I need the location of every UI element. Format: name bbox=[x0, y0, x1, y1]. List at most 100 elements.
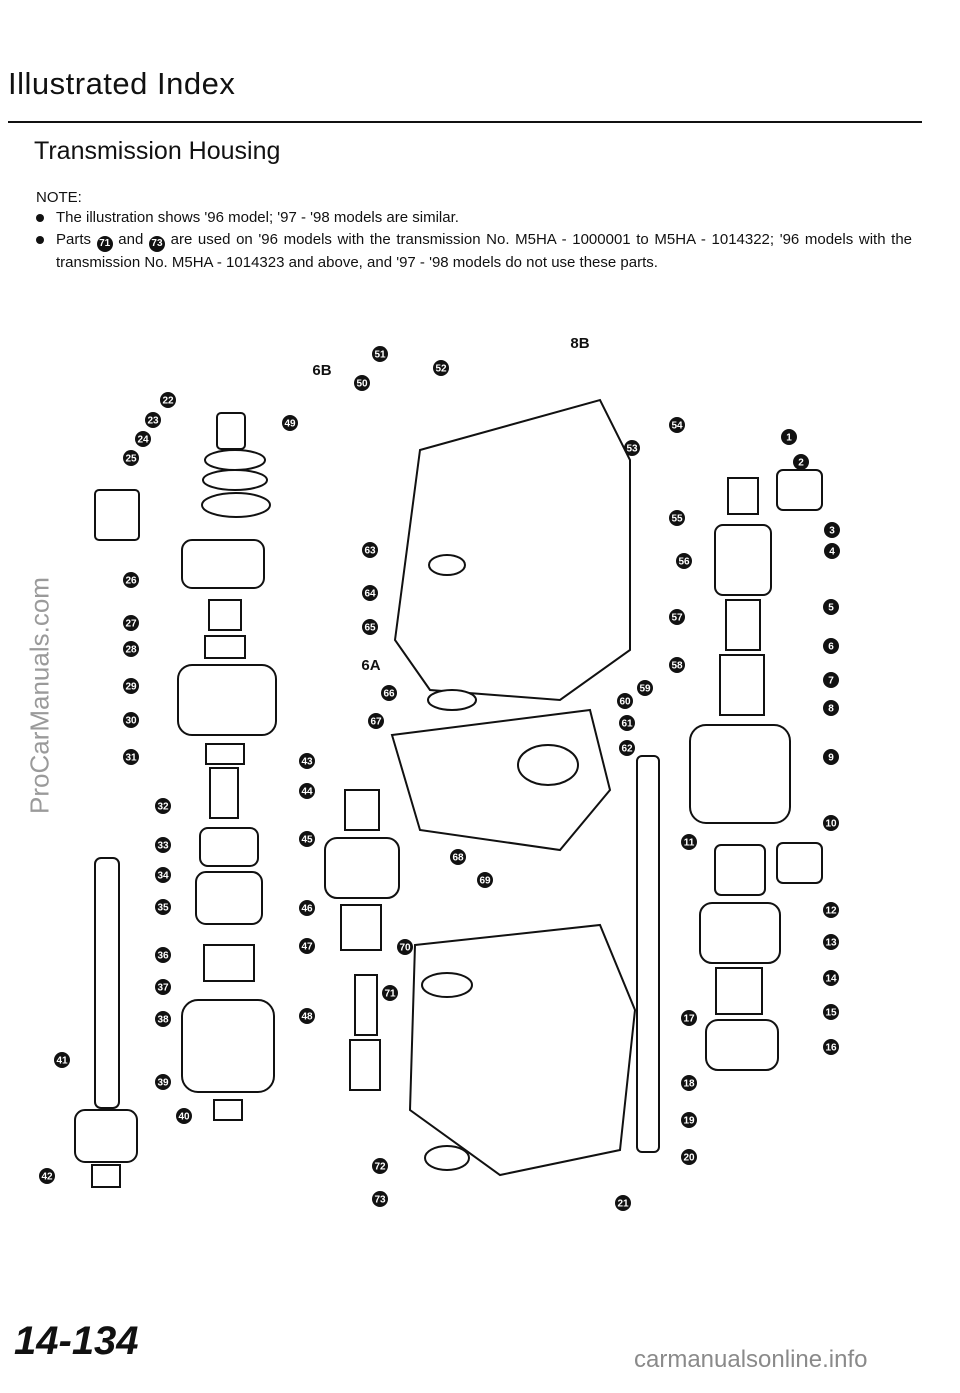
callout-30: 30 bbox=[123, 712, 139, 728]
callout-50: 50 bbox=[354, 375, 370, 391]
callout-circle-icon bbox=[397, 939, 413, 955]
part-shape bbox=[204, 635, 246, 659]
callout-circle-icon bbox=[160, 392, 176, 408]
callout-label: 2 bbox=[798, 458, 804, 469]
callout-4: 4 bbox=[824, 543, 840, 559]
callout-59: 59 bbox=[637, 680, 653, 696]
callout-label: 32 bbox=[157, 802, 169, 813]
callout-17: 17 bbox=[681, 1010, 697, 1026]
part-shape bbox=[177, 664, 277, 736]
callout-label: 66 bbox=[383, 689, 395, 700]
part-shape bbox=[424, 1145, 470, 1171]
callout-circle-icon bbox=[637, 680, 653, 696]
callout-circle-icon bbox=[477, 872, 493, 888]
part-shape bbox=[324, 837, 400, 899]
callout-label: 31 bbox=[125, 753, 137, 764]
callout-58: 58 bbox=[669, 657, 685, 673]
callout-circle-icon bbox=[823, 749, 839, 765]
callout-label: 43 bbox=[301, 757, 313, 768]
callout-circle-icon bbox=[823, 700, 839, 716]
callout-label: 21 bbox=[617, 1199, 629, 1210]
callout-49: 49 bbox=[282, 415, 298, 431]
part-shape bbox=[517, 744, 579, 786]
part-shape bbox=[213, 1099, 243, 1121]
callout-label: 49 bbox=[284, 419, 296, 430]
part-shape bbox=[427, 689, 477, 711]
callout-69: 69 bbox=[477, 872, 493, 888]
callout-circle-icon bbox=[155, 798, 171, 814]
callout-46: 46 bbox=[299, 900, 315, 916]
callout-26: 26 bbox=[123, 572, 139, 588]
callout-8: 8 bbox=[823, 700, 839, 716]
note-label: NOTE: bbox=[36, 189, 82, 206]
part-shape bbox=[74, 1109, 138, 1163]
part-shape bbox=[390, 708, 612, 852]
part-shape bbox=[636, 755, 660, 1153]
callout-circle-icon bbox=[823, 902, 839, 918]
callout-circle-icon bbox=[299, 783, 315, 799]
callout-circle-icon bbox=[145, 412, 161, 428]
callout-13: 13 bbox=[823, 934, 839, 950]
part-shape bbox=[204, 449, 266, 471]
part-shape bbox=[719, 654, 765, 716]
part-shape bbox=[689, 724, 791, 824]
callout-circle-icon bbox=[155, 1074, 171, 1090]
callout-7: 7 bbox=[823, 672, 839, 688]
callout-label: 65 bbox=[364, 623, 376, 634]
callout-circle-icon bbox=[681, 834, 697, 850]
callout-circle-icon bbox=[669, 417, 685, 433]
callout-label: 33 bbox=[157, 841, 169, 852]
callout-label: 24 bbox=[137, 435, 149, 446]
callout-label: 72 bbox=[374, 1162, 386, 1173]
diagram-parts bbox=[74, 398, 823, 1188]
callout-circle-icon bbox=[823, 815, 839, 831]
callout-label: 61 bbox=[621, 719, 633, 730]
callout-circle-icon bbox=[669, 609, 685, 625]
callout-circle-icon bbox=[372, 1158, 388, 1174]
callout-41: 41 bbox=[54, 1052, 70, 1068]
callout-circle-icon bbox=[39, 1168, 55, 1184]
callout-circle-icon bbox=[433, 360, 449, 376]
view-label: 6B bbox=[312, 362, 331, 379]
callout-circle-icon bbox=[176, 1108, 192, 1124]
callout-label: 28 bbox=[125, 645, 137, 656]
callout-37: 37 bbox=[155, 979, 171, 995]
callout-circle-icon bbox=[676, 553, 692, 569]
callout-circle-icon bbox=[681, 1112, 697, 1128]
callout-45: 45 bbox=[299, 831, 315, 847]
callout-66: 66 bbox=[381, 685, 397, 701]
callout-circle-icon bbox=[824, 543, 840, 559]
callout-67: 67 bbox=[368, 713, 384, 729]
callout-circle-icon bbox=[619, 740, 635, 756]
page-number: 14-134 bbox=[14, 1319, 139, 1363]
callout-circle-icon bbox=[681, 1149, 697, 1165]
callout-circle-icon bbox=[123, 749, 139, 765]
part-shape bbox=[349, 1039, 381, 1091]
callout-42: 42 bbox=[39, 1168, 55, 1184]
callout-circle-icon bbox=[781, 429, 797, 445]
callout-circle-icon bbox=[681, 1010, 697, 1026]
callout-64: 64 bbox=[362, 585, 378, 601]
callout-circle-icon bbox=[54, 1052, 70, 1068]
callout-54: 54 bbox=[669, 417, 685, 433]
callout-68: 68 bbox=[450, 849, 466, 865]
part-callout-icon: 73 bbox=[148, 236, 165, 252]
bullet-icon bbox=[36, 214, 44, 222]
callout-label: 20 bbox=[683, 1153, 695, 1164]
callout-label: 69 bbox=[479, 876, 491, 887]
callout-circle-icon bbox=[362, 619, 378, 635]
callout-62: 62 bbox=[619, 740, 635, 756]
part-shape bbox=[181, 539, 265, 589]
callout-label: 9 bbox=[828, 753, 834, 764]
section-title: Transmission Housing bbox=[34, 137, 281, 165]
callout-circle-icon bbox=[615, 1195, 631, 1211]
callout-70: 70 bbox=[397, 939, 413, 955]
part-shape bbox=[705, 1019, 779, 1071]
callout-label: 1 bbox=[786, 433, 792, 444]
callout-label: 19 bbox=[683, 1116, 695, 1127]
callout-16: 16 bbox=[823, 1039, 839, 1055]
callout-19: 19 bbox=[681, 1112, 697, 1128]
part-shape bbox=[428, 554, 466, 576]
callout-label: 10 bbox=[825, 819, 837, 830]
